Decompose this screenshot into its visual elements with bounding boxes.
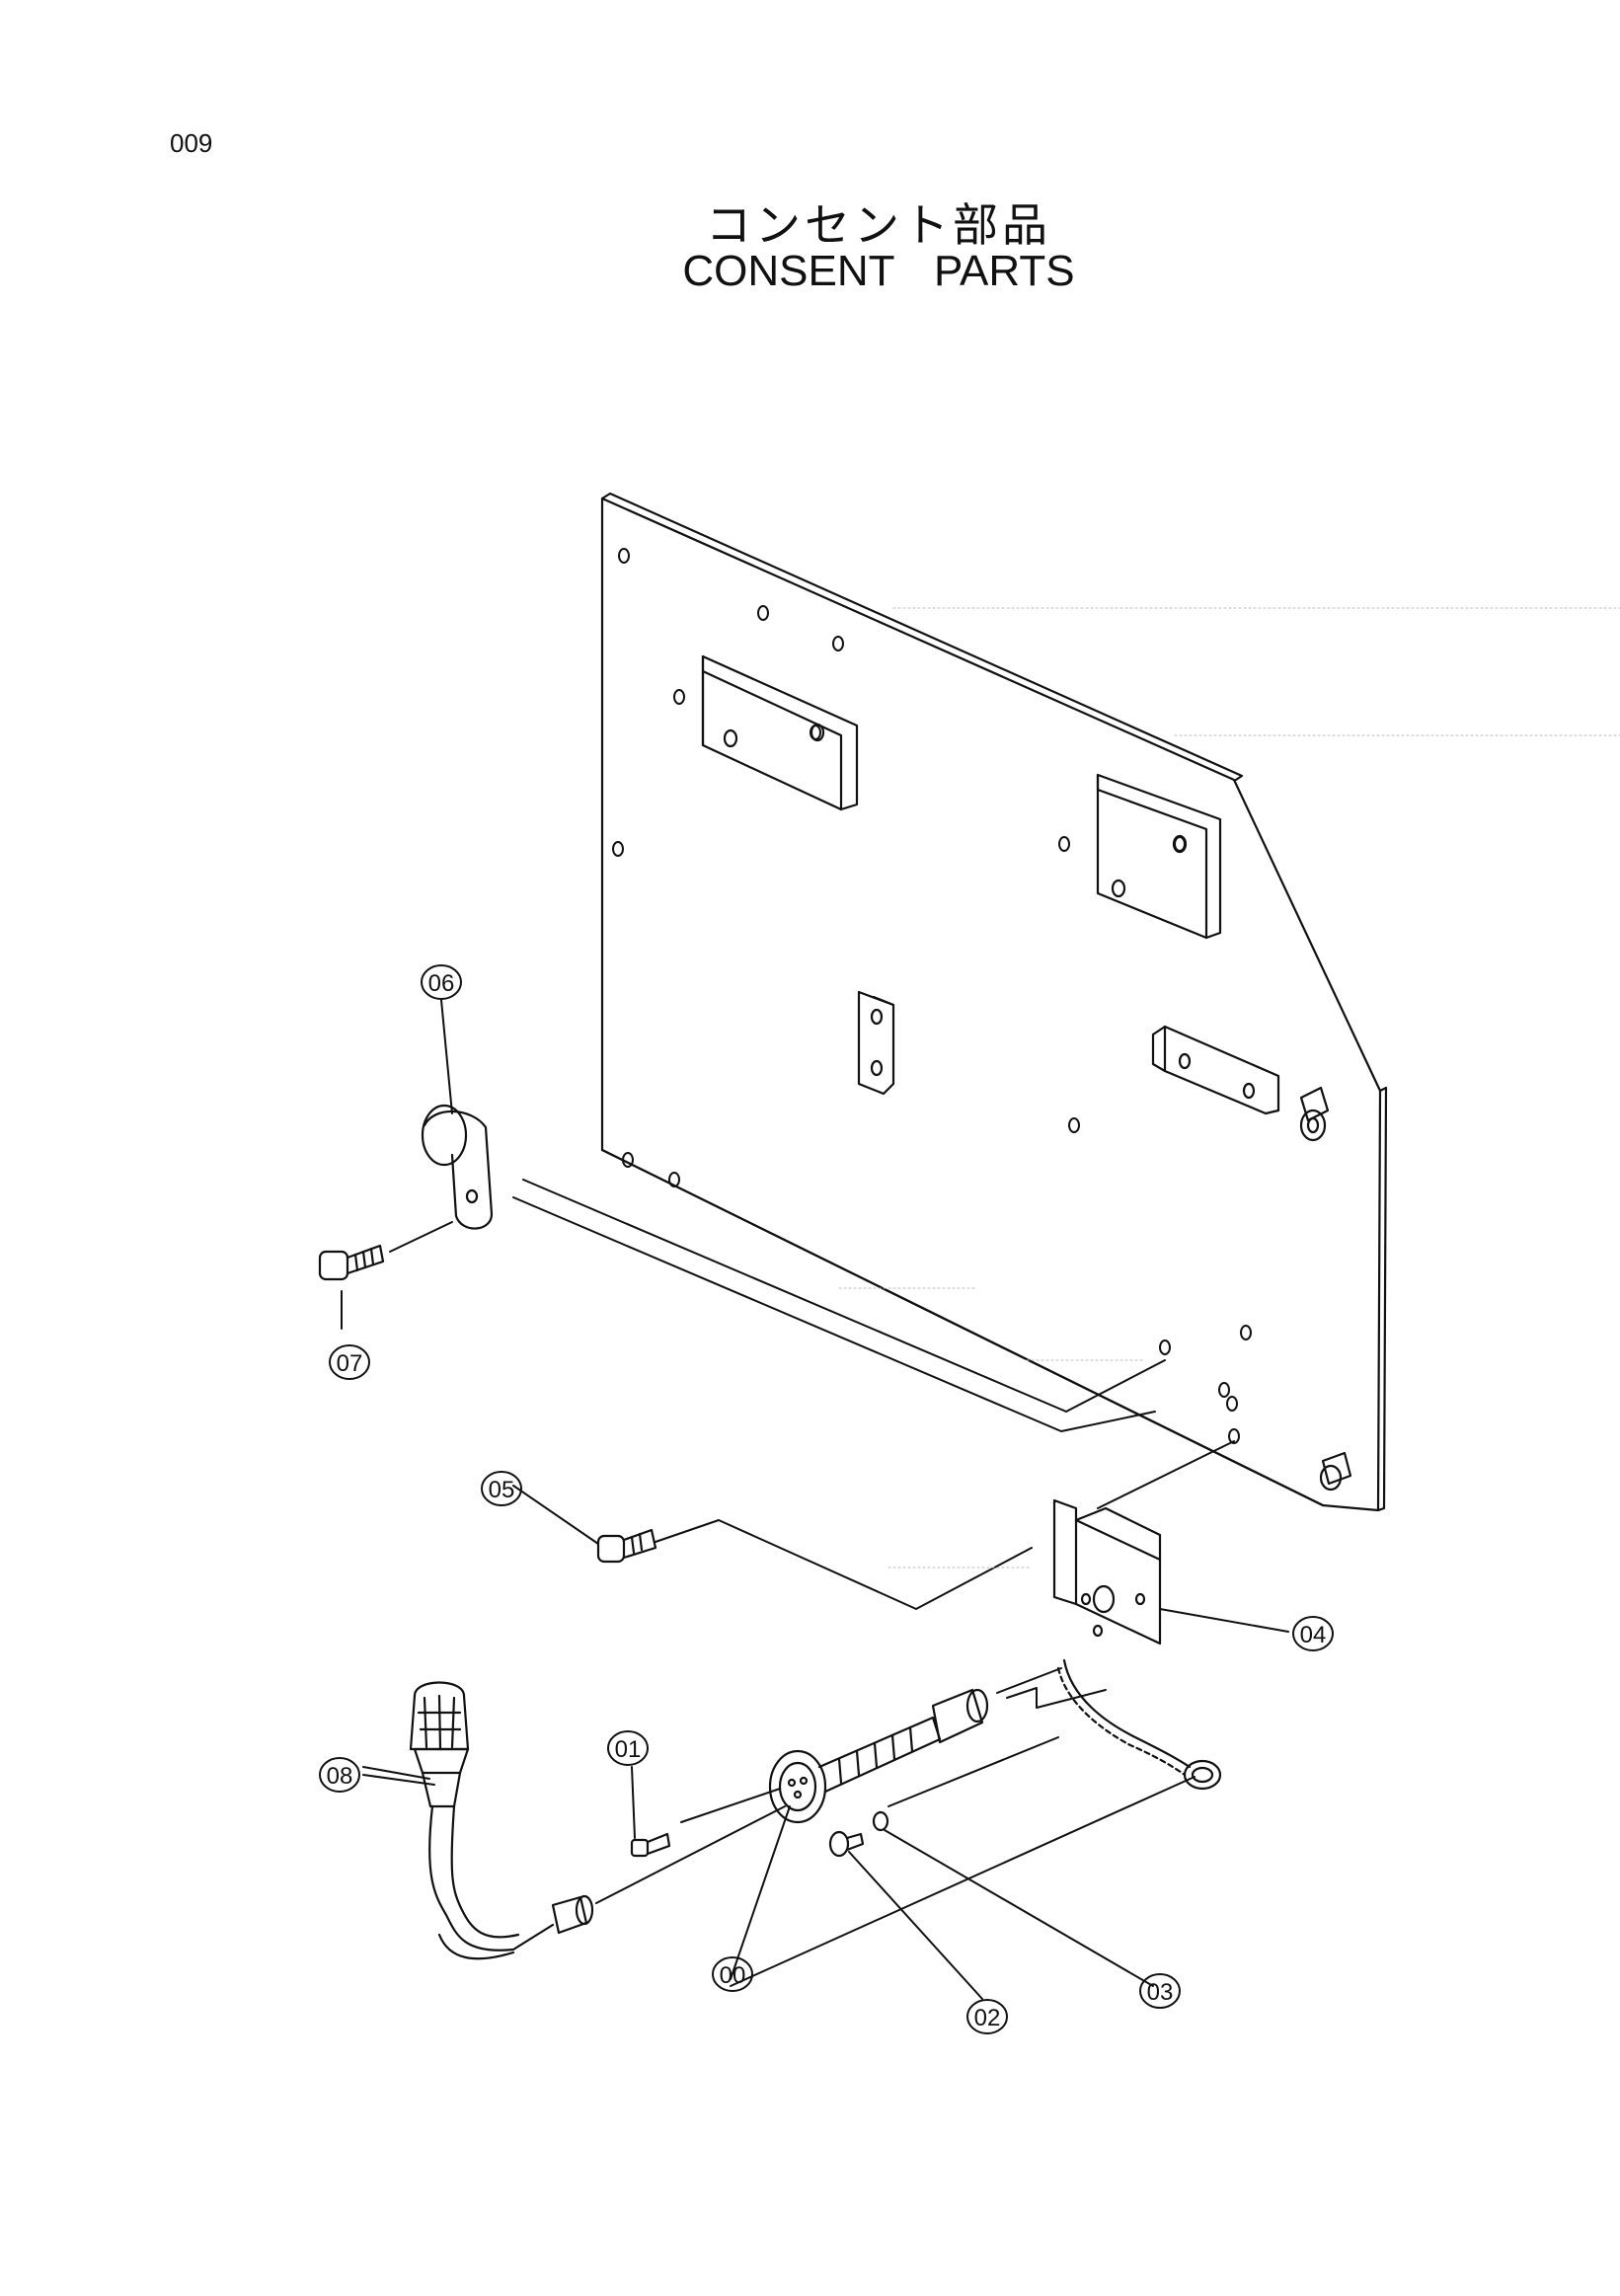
screw-part-07 (318, 1244, 385, 1281)
screw-part-05 (596, 1528, 657, 1564)
callout-05: 05 (481, 1471, 522, 1506)
screw-part-01 (630, 1832, 671, 1858)
leader-lines (341, 999, 1289, 2000)
bracket-part-04 (1052, 1498, 1162, 1645)
screw-part-02 (828, 1830, 865, 1858)
svg-text:02: 02 (974, 2005, 1001, 2031)
receptacle-part-00 (768, 1688, 989, 1824)
title-japanese: コンセント部品 (706, 198, 1051, 252)
clamp-part-06 (421, 1104, 494, 1230)
callout-07: 07 (329, 1344, 370, 1380)
callout-03: 03 (1139, 1973, 1181, 2009)
svg-text:08: 08 (327, 1763, 353, 1790)
svg-text:03: 03 (1147, 1979, 1174, 2006)
mounting-panel (600, 492, 1388, 1512)
washer-part-03 (872, 1810, 889, 1832)
svg-text:07: 07 (337, 1350, 363, 1377)
callout-06: 06 (421, 964, 462, 1000)
callout-00: 00 (712, 1956, 753, 1992)
svg-text:00: 00 (720, 1962, 746, 1989)
page-number: 009 (170, 128, 213, 158)
chain-cap (1056, 1658, 1222, 1791)
svg-text:01: 01 (615, 1736, 642, 1763)
callout-02: 02 (966, 1999, 1008, 2034)
svg-text:04: 04 (1300, 1622, 1327, 1648)
faint-scan-lines (838, 607, 1620, 1569)
plug-part-08 (409, 1681, 594, 1960)
title-english: CONSENT PARTS (682, 247, 1075, 295)
callout-01: 01 (607, 1730, 649, 1766)
callout-08: 08 (319, 1757, 360, 1793)
callout-04: 04 (1292, 1616, 1334, 1651)
svg-text:06: 06 (428, 970, 455, 997)
svg-text:05: 05 (489, 1477, 515, 1503)
